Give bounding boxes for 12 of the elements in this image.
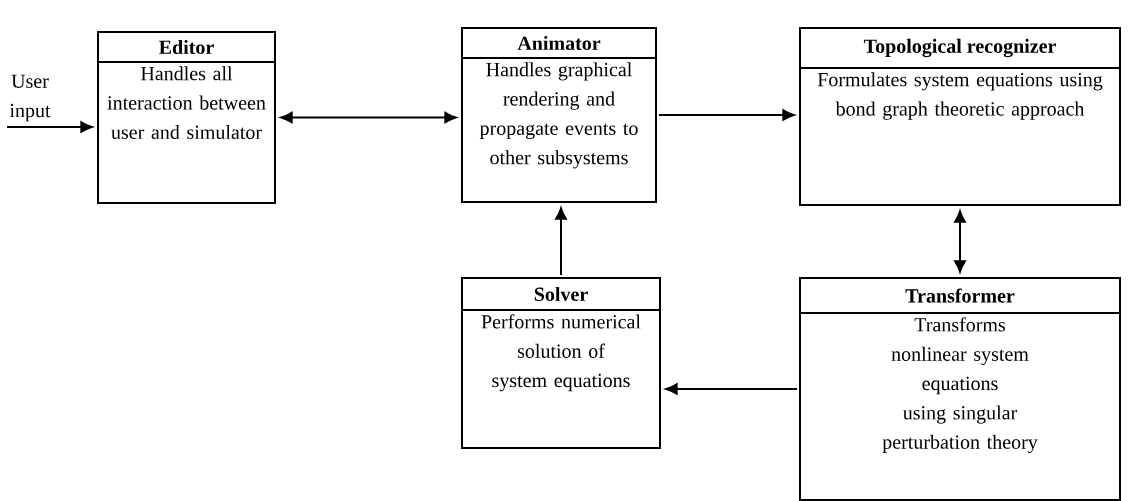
arrow xyxy=(665,383,798,395)
process-box: Topological recognizer Formulates system equations using bond graph theoretic approach xyxy=(799,27,1121,206)
arrow xyxy=(954,210,966,273)
process-box: Animator Handles graphical rendering and propagate events to other subsystems xyxy=(461,27,657,203)
process-box: Transformer Transforms nonlinear system equations using singular perturbation theory xyxy=(799,277,1121,501)
arrow xyxy=(6,121,93,133)
arrow xyxy=(658,109,795,121)
arrow xyxy=(280,111,457,124)
process-box: Editor Handles all interaction between user and simulator xyxy=(97,31,276,204)
process-box: Solver Performs numerical solution of system equations xyxy=(461,277,661,449)
edge-label: User input xyxy=(9,74,51,122)
arrow xyxy=(555,207,567,276)
